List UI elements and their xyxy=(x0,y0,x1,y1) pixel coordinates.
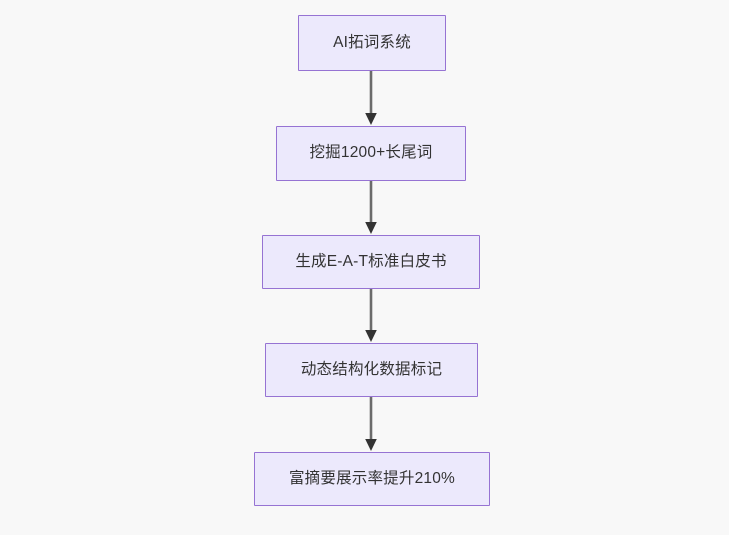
flow-node-dynamic-structured-data-markup[interactable]: 动态结构化数据标记 xyxy=(265,343,478,397)
flow-node-label: 生成E-A-T标准白皮书 xyxy=(295,252,447,270)
flow-node-label: 富摘要展示率提升210% xyxy=(288,469,456,487)
flow-edge-n1-n2 xyxy=(362,71,380,126)
flow-edge-n2-n3 xyxy=(362,181,380,235)
arrowhead-icon xyxy=(365,439,377,451)
arrowhead-icon xyxy=(365,113,377,125)
arrowhead-icon xyxy=(365,222,377,234)
flow-node-generate-eat-whitepaper[interactable]: 生成E-A-T标准白皮书 xyxy=(262,235,480,289)
flow-node-rich-snippet-impression-uplift[interactable]: 富摘要展示率提升210% xyxy=(254,452,490,506)
flow-edge-n4-n5 xyxy=(362,397,380,452)
flow-node-mine-longtail-keywords[interactable]: 挖掘1200+长尾词 xyxy=(276,126,466,181)
flow-node-ai-keyword-system[interactable]: AI拓词系统 xyxy=(298,15,446,71)
flow-node-label: 动态结构化数据标记 xyxy=(300,360,443,378)
flow-node-label: AI拓词系统 xyxy=(333,33,411,51)
flow-node-label: 挖掘1200+长尾词 xyxy=(309,144,433,162)
flow-edge-n3-n4 xyxy=(362,289,380,343)
arrowhead-icon xyxy=(365,330,377,342)
